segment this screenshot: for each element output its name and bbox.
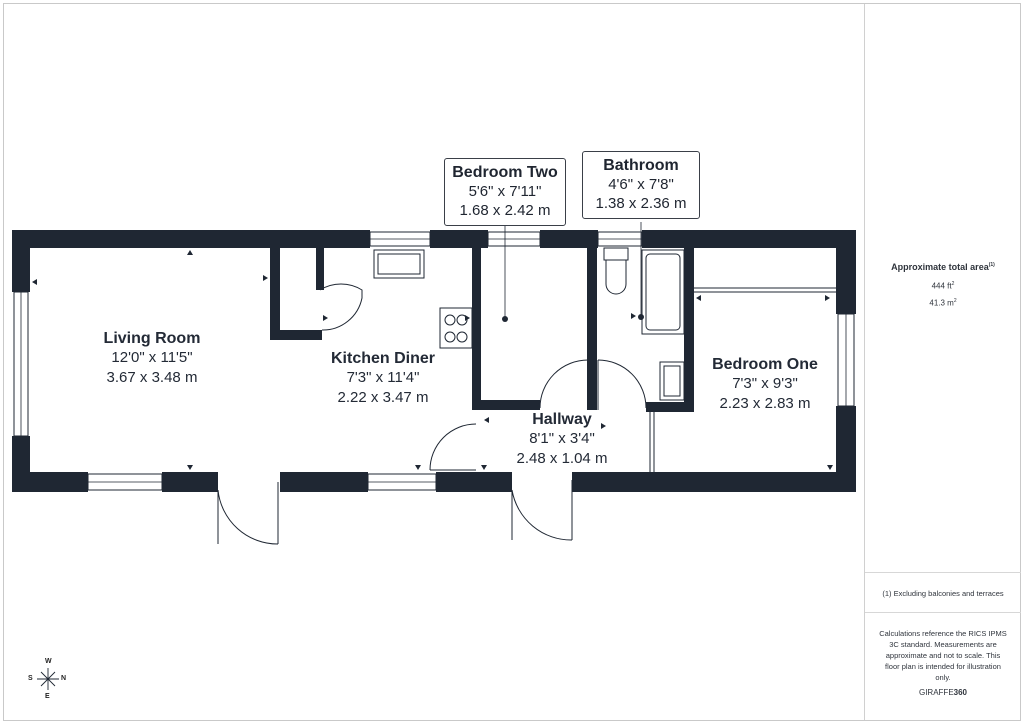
area-m-value: 41.3 m [929, 298, 954, 308]
fixtures [373, 247, 836, 401]
bathroom-callout: Bathroom 4'6" x 7'8" 1.38 x 2.36 m [582, 151, 700, 219]
hallway-label: Hallway 8'1" x 3'4" 2.48 x 1.04 m [490, 411, 634, 469]
area-square-metres: 41.3 m2 [865, 294, 1021, 311]
brand-suffix: 360 [953, 688, 968, 697]
doors [217, 283, 655, 545]
sq-ft-superscript: 2 [951, 281, 955, 287]
dimension-lines [504, 222, 642, 318]
brand-prefix: GIRAFFE [918, 688, 954, 697]
compass-south: S [28, 675, 33, 682]
hallway-imperial: 8'1" x 3'4" [529, 430, 595, 447]
area-square-feet: 444 ft2 [865, 277, 1021, 294]
disclaimer-text: Calculations reference the RICS IPMS 3C … [879, 629, 1007, 682]
bedroom-two-imperial: 5'6" x 7'11" [468, 183, 542, 200]
info-sidebar: Approximate total area(1) 444 ft2 41.3 m… [864, 4, 1021, 720]
excluding-note: (1) Excluding balconies and terraces [882, 589, 1004, 598]
kitchen-diner-label: Kitchen Diner 7'3" x 11'4" 2.22 x 3.47 m [302, 350, 464, 408]
kitchen-diner-metric: 2.22 x 3.47 m [337, 389, 429, 406]
bedroom-one-imperial: 7'3" x 9'3" [732, 375, 798, 392]
bathroom-metric: 1.38 x 2.36 m [595, 195, 687, 212]
compass-rose-icon [37, 668, 59, 690]
area-ft-value: 444 ft [931, 281, 952, 291]
living-room-imperial: 12'0" x 11'5" [111, 349, 193, 366]
bedroom-one-name: Bedroom One [712, 356, 818, 373]
living-room-metric: 3.67 x 3.48 m [106, 369, 198, 386]
kitchen-diner-imperial: 7'3" x 11'4" [346, 369, 420, 386]
area-title: Approximate total area(1) [865, 258, 1021, 274]
compass: W S N E [28, 656, 68, 702]
sq-m-superscript: 2 [953, 297, 957, 304]
area-note-mark: (1) [988, 262, 995, 268]
bathroom-imperial: 4'6" x 7'8" [608, 176, 674, 193]
sidebar-divider-1 [865, 572, 1021, 573]
living-room-label: Living Room 12'0" x 11'5" 3.67 x 3.48 m [72, 330, 232, 388]
compass-east: E [45, 693, 50, 700]
brand-logo: GIRAFFE360 [865, 688, 1021, 697]
area-title-text: Approximate total area [891, 262, 989, 272]
walls [12, 230, 856, 492]
kitchen-diner-name: Kitchen Diner [330, 350, 435, 367]
bedroom-one-label: Bedroom One 7'3" x 9'3" 2.23 x 2.83 m [686, 356, 844, 414]
page-border [3, 3, 1021, 721]
bedroom-two-metric: 1.68 x 2.42 m [459, 202, 551, 219]
area-block: Approximate total area(1) 444 ft2 41.3 m… [865, 258, 1021, 310]
living-room-name: Living Room [103, 330, 201, 347]
compass-north: N [61, 675, 67, 682]
sidebar-divider-2 [865, 612, 1021, 613]
bedroom-two-name: Bedroom Two [452, 164, 558, 181]
hallway-name: Hallway [532, 411, 592, 428]
bedroom-two-callout: Bedroom Two 5'6" x 7'11" 1.68 x 2.42 m [444, 158, 566, 226]
compass-west: W [45, 658, 52, 665]
bathroom-name: Bathroom [603, 157, 679, 174]
hallway-metric: 2.48 x 1.04 m [516, 450, 608, 467]
floor-plan-drawing [12, 222, 856, 545]
bedroom-one-metric: 2.23 x 2.83 m [719, 395, 811, 412]
